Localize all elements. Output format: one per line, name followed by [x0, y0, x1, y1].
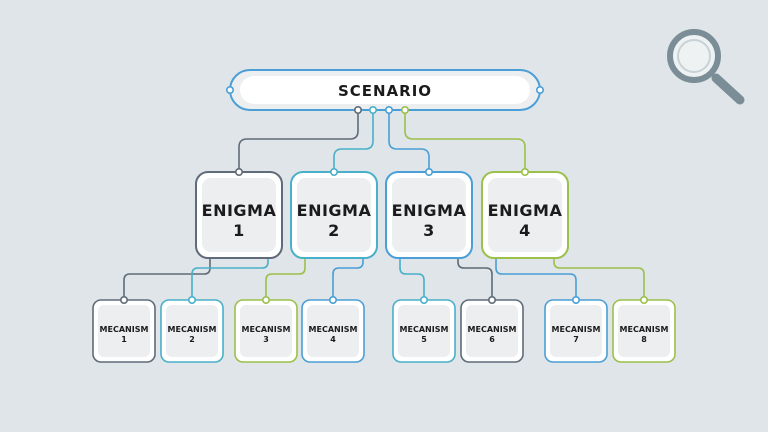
connector-scenario-enigma-4	[404, 110, 526, 172]
mecanism-box-6-panel	[466, 305, 518, 357]
mecanism-number: 5	[421, 335, 427, 344]
enigma-box-4-panel	[488, 178, 562, 252]
mecanism-number: 8	[641, 335, 647, 344]
mecanism-box-4-panel	[307, 305, 359, 357]
mecanism-in-dot-2	[188, 295, 197, 304]
connector-enigma-2-mecanism-4	[332, 258, 364, 300]
enigma-number: 3	[423, 221, 435, 240]
connector-scenario-enigma-3	[388, 110, 430, 172]
connector-enigma-4-mecanism-8	[553, 258, 645, 300]
scenario-panel	[240, 76, 530, 104]
scenario-left-dot	[226, 86, 235, 95]
mecanism-number: 7	[573, 335, 579, 344]
mecanism-in-dot-6	[487, 295, 496, 304]
mecanism-in-dot-1	[120, 295, 129, 304]
mecanism-in-dot-7	[571, 295, 580, 304]
diagram-nodes: SCENARIOENIGMA1ENIGMA2ENIGMA3ENIGMA4MECA…	[92, 69, 676, 363]
mecanism-title: MECANISM	[242, 325, 291, 334]
enigma-box-2-panel	[297, 178, 371, 252]
scenario-out-dot-1	[353, 106, 362, 115]
mecanism-box-5-panel	[398, 305, 450, 357]
mecanism-in-dot-5	[419, 295, 428, 304]
scenario-out-dot-4	[400, 106, 409, 115]
enigma-title: ENIGMA	[392, 201, 467, 220]
enigma-title: ENIGMA	[202, 201, 277, 220]
connector-lines	[123, 110, 645, 300]
mecanism-in-dot-3	[261, 295, 270, 304]
connector-enigma-3-mecanism-6	[457, 258, 493, 300]
enigma-number: 2	[328, 221, 340, 240]
enigma-title: ENIGMA	[488, 201, 563, 220]
mecanism-number: 6	[489, 335, 495, 344]
mecanism-title: MECANISM	[309, 325, 358, 334]
mecanism-title: MECANISM	[400, 325, 449, 334]
mecanism-title: MECANISM	[468, 325, 517, 334]
mecanism-in-dot-8	[639, 295, 648, 304]
enigma-in-dot-3	[424, 168, 433, 177]
mecanism-number: 1	[121, 335, 127, 344]
connector-scenario-enigma-2	[333, 110, 374, 172]
mecanism-box-2-panel	[166, 305, 218, 357]
enigma-number: 4	[519, 221, 531, 240]
connector-enigma-4-mecanism-7	[495, 258, 577, 300]
connector-enigma-2-mecanism-3	[265, 258, 306, 300]
mecanism-number: 2	[189, 335, 195, 344]
enigma-box-1-panel	[202, 178, 276, 252]
connector-enigma-3-mecanism-5	[399, 258, 425, 300]
mecanism-box-8-panel	[618, 305, 670, 357]
connector-enigma-1-mecanism-2	[191, 258, 269, 300]
scenario-right-dot	[535, 86, 544, 95]
enigma-number: 1	[233, 221, 245, 240]
mecanism-box-7-panel	[550, 305, 602, 357]
connector-dots	[120, 86, 648, 304]
scenario-out-dot-2	[368, 106, 377, 115]
enigma-in-dot-4	[520, 168, 529, 177]
enigma-box-3-panel	[392, 178, 466, 252]
mecanism-title: MECANISM	[100, 325, 149, 334]
scenario-out-dot-3	[384, 106, 393, 115]
mecanism-number: 3	[263, 335, 269, 344]
magnifier-icon[interactable]	[667, 29, 745, 105]
connector-scenario-enigma-1	[238, 110, 359, 172]
mecanism-title: MECANISM	[552, 325, 601, 334]
scenario-node[interactable]: SCENARIO	[229, 69, 541, 111]
mecanism-title: MECANISM	[620, 325, 669, 334]
connector-enigma-1-mecanism-1	[123, 258, 211, 300]
mecanism-box-1-panel	[98, 305, 150, 357]
mecanism-in-dot-4	[328, 295, 337, 304]
enigma-in-dot-1	[235, 168, 244, 177]
mecanism-box-3-panel	[240, 305, 292, 357]
enigma-in-dot-2	[329, 168, 338, 177]
mecanism-number: 4	[330, 335, 336, 344]
mecanism-title: MECANISM	[168, 325, 217, 334]
scenario-label: SCENARIO	[338, 82, 432, 100]
enigma-title: ENIGMA	[297, 201, 372, 220]
